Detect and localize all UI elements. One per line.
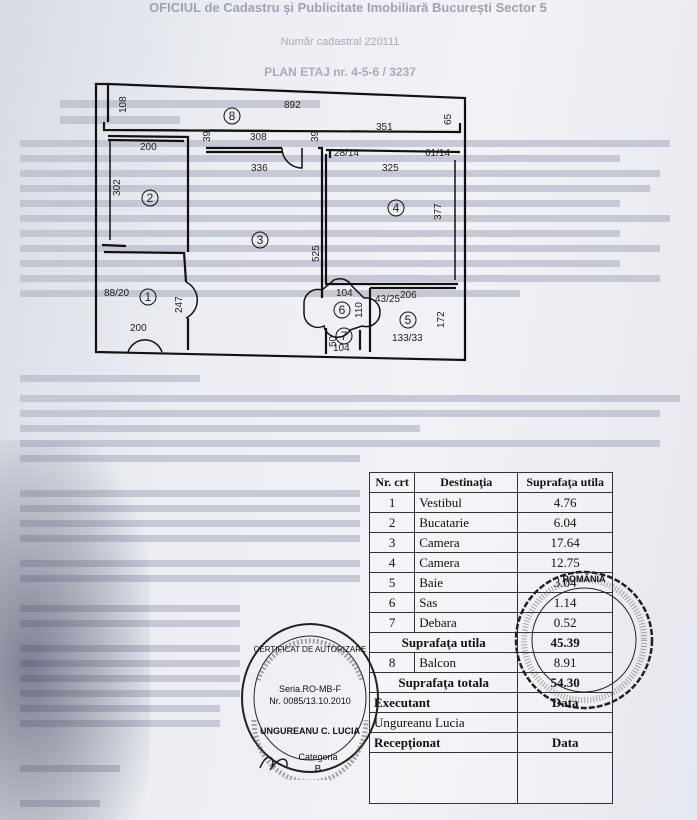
stamp-title: CERTIFICAT DE AUTORIZARE — [254, 645, 367, 654]
executant-name-row: Ungureanu Lucia — [368, 712, 613, 733]
dim-247: 247 — [174, 296, 185, 313]
header-line-1: OFICIUL de Cadastru și Publicitate Imobi… — [149, 0, 547, 15]
dim-172: 172 — [436, 311, 447, 328]
dim-525: 525 — [311, 245, 322, 262]
authorization-stamp: CERTIFICAT DE AUTORIZARE Seria.RO-MB-F N… — [241, 623, 379, 780]
dim-377: 377 — [433, 203, 444, 220]
dim-88-20: 88/20 — [104, 288, 129, 299]
row-nr: 1 — [368, 492, 416, 513]
utila-value: 45.39 — [517, 632, 613, 653]
dim-200-top: 200 — [140, 142, 157, 153]
row-val: 4.76 — [517, 492, 613, 513]
executant-label: Executant — [368, 692, 519, 713]
room-1-label: 1 — [145, 290, 152, 304]
hand-shadow — [0, 440, 150, 820]
row-nr: 6 — [368, 592, 416, 613]
table-row: 7 Debara 0.52 — [368, 612, 613, 633]
row-val: 0.52 — [517, 612, 613, 633]
room-2-label: 2 — [147, 191, 154, 205]
dim-302: 302 — [112, 179, 123, 196]
row-val: 17.64 — [517, 532, 613, 553]
totala-value: 54.30 — [517, 672, 613, 693]
floor-plan: 8 2 3 4 1 6 5 7 892 108 65 200 39 308 39… — [94, 82, 467, 362]
row-dest: Bucatarie — [414, 512, 519, 533]
dim-108: 108 — [118, 96, 129, 113]
dim-308: 308 — [250, 132, 267, 143]
row-nr: 4 — [368, 552, 416, 573]
dim-200-bottom: 200 — [130, 323, 147, 334]
dim-50: 50 — [328, 335, 339, 347]
stamp-cat: B — [315, 764, 322, 775]
utila-label: Suprafaţa utila — [368, 632, 519, 653]
header-line-3: PLAN ETAJ nr. 4-5-6 / 3237 — [264, 65, 416, 79]
row-dest: Sas — [414, 592, 519, 613]
dim-892: 892 — [284, 100, 301, 111]
row-dest: Camera — [414, 532, 519, 553]
room-3-label: 3 — [257, 233, 264, 247]
totala-label: Suprafaţa totala — [368, 672, 519, 693]
row-val: 6.04 — [517, 512, 613, 533]
dim-104-bottom: 104 — [333, 343, 350, 354]
row-dest: Vestibul — [414, 492, 519, 513]
round-seal: ROMÂNIA — [514, 570, 654, 710]
dim-325: 325 — [382, 163, 399, 174]
table-row: 2 Bucatarie 6.04 — [368, 512, 613, 533]
balcon-label: Balcon — [414, 652, 519, 673]
row-nr: 5 — [368, 572, 416, 593]
table-row: 1 Vestibul 4.76 — [368, 492, 613, 513]
dim-39-left: 39 — [202, 130, 213, 142]
utila-row: Suprafaţa utila 45.39 — [368, 632, 613, 653]
stamp-seria: Seria.RO-MB-F — [279, 684, 342, 694]
table-row: 6 Sas 1.14 — [368, 592, 613, 613]
dim-351: 351 — [376, 122, 393, 133]
header-destinatia: Destinaţia — [414, 472, 519, 493]
dimension-labels: 892 108 65 200 39 308 39 351 336 28/14 3… — [104, 96, 454, 354]
balcon-value: 8.91 — [517, 652, 613, 673]
room-7-label: 7 — [341, 329, 348, 343]
room-4-label: 4 — [393, 201, 400, 215]
row-dest: Camera — [414, 552, 519, 573]
dim-39-right: 39 — [310, 130, 321, 142]
row-dest: Baie — [414, 572, 519, 593]
stamp-categoria: Categoria — [298, 752, 337, 762]
dim-28-14: 28/14 — [334, 148, 359, 159]
table-header-row: Nr. crt Destinaţia Suprafaţa utila — [368, 472, 613, 493]
dim-206: 206 — [400, 290, 417, 301]
receptionat-name — [368, 752, 519, 804]
room-5-label: 5 — [405, 313, 412, 327]
row-dest: Debara — [414, 612, 519, 633]
dim-43-25: 43/25 — [375, 294, 400, 305]
stamp-nr: Nr. 0085/13.10.2010 — [269, 696, 351, 706]
receptionat-data-label: Data — [517, 732, 613, 753]
header-suprafata: Suprafaţa utila — [517, 472, 613, 493]
executant-date — [517, 712, 613, 733]
dim-336: 336 — [251, 163, 268, 174]
receptionat-label: Recepţionat — [368, 732, 519, 753]
room-markers: 8 2 3 4 1 6 5 7 — [139, 107, 417, 345]
executant-name: Ungureanu Lucia — [368, 712, 519, 733]
area-table: Nr. crt Destinaţia Suprafaţa utila 1 Ves… — [368, 472, 613, 804]
receptionat-row: Recepţionat Data — [368, 732, 613, 753]
header-nr: Nr. crt — [368, 472, 416, 493]
dim-61-14: 61/14 — [425, 148, 450, 159]
dim-104-top: 104 — [336, 288, 353, 299]
row-nr: 2 — [368, 512, 416, 533]
stamp-name: UNGUREANU C. LUCIA — [260, 726, 360, 736]
table-row: 3 Camera 17.64 — [368, 532, 613, 553]
dim-133-33: 133/33 — [392, 333, 423, 344]
header-line-2: Număr cadastral 220111 — [281, 36, 400, 48]
table-row: 5 Baie 3.04 — [368, 572, 613, 593]
receptionat-date — [517, 752, 613, 804]
room-6-label: 6 — [339, 303, 346, 317]
row-nr: 3 — [368, 532, 416, 553]
dim-65: 65 — [443, 113, 454, 125]
room-8-label: 8 — [229, 109, 236, 123]
dim-110: 110 — [354, 302, 365, 318]
receptionat-empty-row — [368, 752, 613, 804]
signature-icon — [259, 756, 288, 771]
seal-top-text: ROMÂNIA — [563, 573, 606, 584]
